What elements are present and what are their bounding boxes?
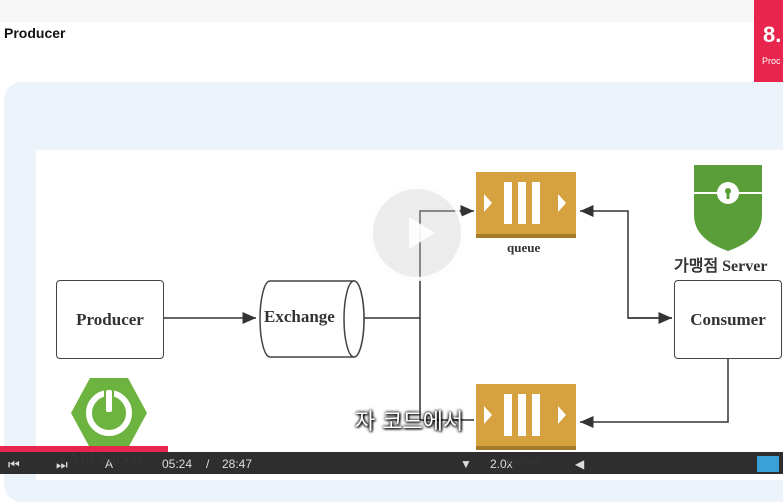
video-controls: ⏮ ⏭ A 05:24 / 28:47 ▼ 2.0x ◀ (0, 452, 783, 474)
exchange-node (259, 280, 365, 358)
rewind-icon[interactable]: ⏮ (8, 457, 20, 472)
speed-label[interactable]: 2.0x (490, 457, 513, 471)
speed-down-icon[interactable]: ▼ (460, 457, 472, 471)
queue-top-icon (476, 172, 576, 238)
shield-icon (694, 165, 762, 251)
producer-node: Producer (56, 280, 164, 359)
top-strip (0, 0, 783, 22)
api-server-label: API Server (68, 450, 145, 467)
queue-top-label: queue (507, 240, 541, 255)
consumer-label: Consumer (690, 309, 766, 329)
store-server-label: 가맹점 Server (674, 258, 768, 275)
spring-power-icon (71, 378, 147, 448)
fullscreen-button[interactable] (757, 456, 779, 472)
time-total: 28:47 (222, 457, 253, 471)
video-subtitle: 자 코드에서 (355, 410, 464, 435)
producer-label: Producer (76, 309, 144, 329)
video-progress-bar[interactable] (0, 446, 168, 452)
time-separator: / (206, 457, 210, 471)
volume-icon[interactable]: ◀ (575, 457, 585, 471)
exchange-label: Exchange (264, 307, 335, 326)
consumer-node: Consumer (674, 280, 782, 359)
chapter-label: Proc (762, 56, 781, 66)
queue-bottom-icon (476, 384, 576, 450)
queue-bottom-label: queue (507, 452, 541, 467)
time-current: 05:24 (162, 457, 193, 471)
page-title: Producer (4, 25, 66, 41)
play-icon (409, 217, 435, 249)
forward-icon[interactable]: ⏭ (56, 457, 68, 472)
play-overlay-button[interactable] (369, 185, 465, 281)
chapter-number: 8. (763, 22, 782, 47)
subtitle-toggle-icon[interactable]: A (105, 457, 114, 471)
